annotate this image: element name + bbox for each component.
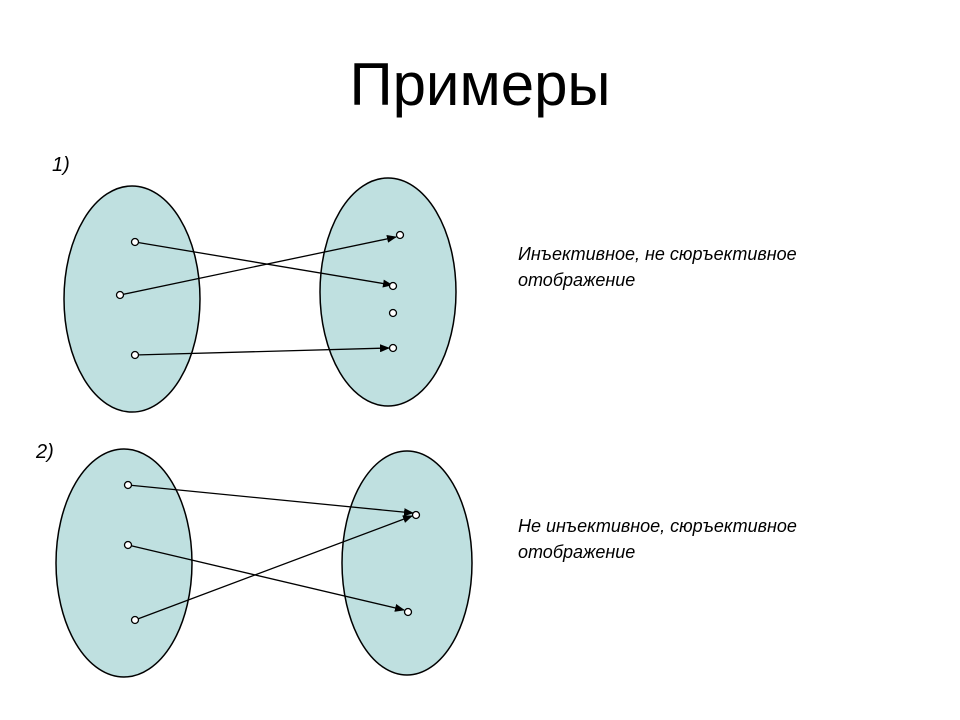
example-1-arrow-a	[134, 241, 393, 288]
example-1-domain-point	[115, 290, 125, 300]
example-1-codomain-point	[388, 343, 398, 353]
example-2-codomain-point	[411, 510, 421, 520]
slide-title: Примеры	[349, 51, 611, 118]
example-1-caption-line1: Инъективное, не сюръективное	[518, 244, 797, 264]
example-2-codomain-set	[341, 450, 473, 676]
example-2-domain-set	[55, 448, 193, 678]
example-2-domain-point	[130, 615, 140, 625]
example-2-arrow-a	[127, 484, 414, 517]
example-2-arrow-b	[127, 544, 405, 612]
example-1-codomain-set	[319, 177, 457, 407]
example-1-arrow-c	[134, 344, 390, 356]
example-1-arrow-b	[119, 234, 397, 296]
example-2-number: 2)	[36, 441, 54, 463]
example-2-caption: Не инъективное, сюръективное отображение	[518, 513, 918, 565]
example-1-codomain-point	[395, 230, 405, 240]
example-2-diagram	[55, 448, 473, 678]
example-2-domain-point	[123, 480, 133, 490]
example-1-diagram	[63, 177, 457, 413]
example-1-codomain-point	[388, 281, 398, 291]
example-1-caption: Инъективное, не сюръективное отображение	[518, 241, 918, 293]
example-1-number: 1)	[52, 154, 70, 176]
example-2-caption-line1: Не инъективное, сюръективное	[518, 516, 797, 536]
example-1-caption-line2: отображение	[518, 270, 636, 290]
example-1-domain-point	[130, 237, 140, 247]
example-2-domain-point	[123, 540, 133, 550]
example-1-domain-set	[63, 185, 201, 413]
example-2-arrow-c	[134, 515, 413, 621]
example-1-domain-point	[130, 350, 140, 360]
example-1-codomain-point	[388, 308, 398, 318]
example-2-codomain-point	[403, 607, 413, 617]
example-2-caption-line2: отображение	[518, 542, 636, 562]
